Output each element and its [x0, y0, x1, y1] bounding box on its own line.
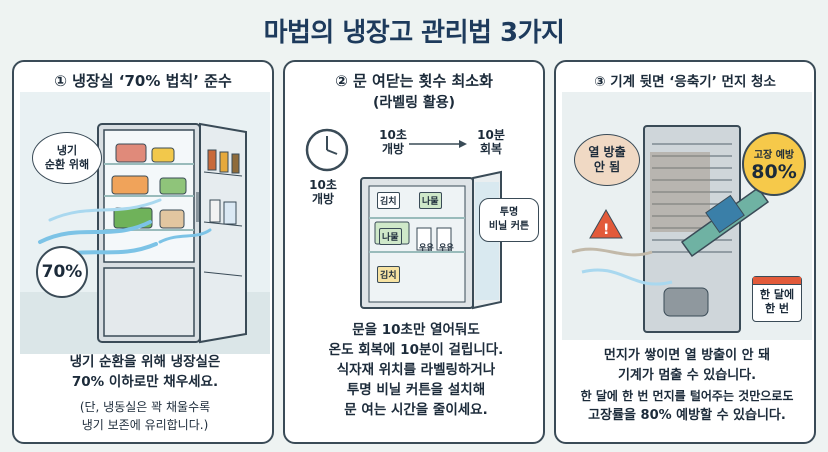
- panel-caption: 먼지가 쌓이면 열 방출이 안 돼 기계가 멈출 수 있습니다. 한 달에 한 …: [580, 348, 794, 423]
- panel-fridge-70-rule: ① 냉장실 ‘70% 법칙’ 준수: [12, 60, 274, 444]
- milk-label: 우유: [419, 243, 434, 252]
- panel-title: ② 문 여닫는 횟수 최소화: [335, 72, 493, 90]
- panel-caption: 문을 10초만 열어둬도 온도 회복에 10분이 걸립니다. 식자재 위치를 라…: [328, 322, 504, 418]
- label-tag: 김치: [377, 192, 400, 209]
- label-tag: 나물: [419, 192, 442, 209]
- calendar-icon: 한 달에 한 번: [752, 276, 802, 322]
- panel-title: ① 냉장실 ‘70% 법칙’ 준수: [54, 72, 232, 90]
- warning-icon: [589, 208, 623, 239]
- page-title: 마법의 냉장고 관리법 3가지: [263, 18, 565, 48]
- panel-subtitle: (라벨링 활용): [372, 95, 456, 111]
- label-tag: 나물: [379, 228, 402, 245]
- panel-title: ③ 기계 뒷면 ‘응축기’ 먼지 청소: [594, 74, 776, 90]
- label-tag: 김치: [377, 266, 400, 283]
- svg-text:!: !: [603, 222, 609, 238]
- panel-condenser-cleaning: ③ 기계 뒷면 ‘응축기’ 먼지 청소 !: [554, 60, 816, 444]
- milk-label: 우유: [439, 243, 454, 252]
- fridge-illustration: [20, 92, 270, 354]
- panel-caption: 냉기 순환을 위해 냉장실은 70% 이하로만 채우세요.: [69, 354, 221, 390]
- seventy-percent-badge: 70%: [36, 246, 88, 298]
- failure-prevention-badge: 고장 예방 80%: [742, 132, 806, 196]
- panel-note: (단, 냉동실은 꽉 채울수록 냉기 보존에 유리합니다.): [79, 400, 211, 432]
